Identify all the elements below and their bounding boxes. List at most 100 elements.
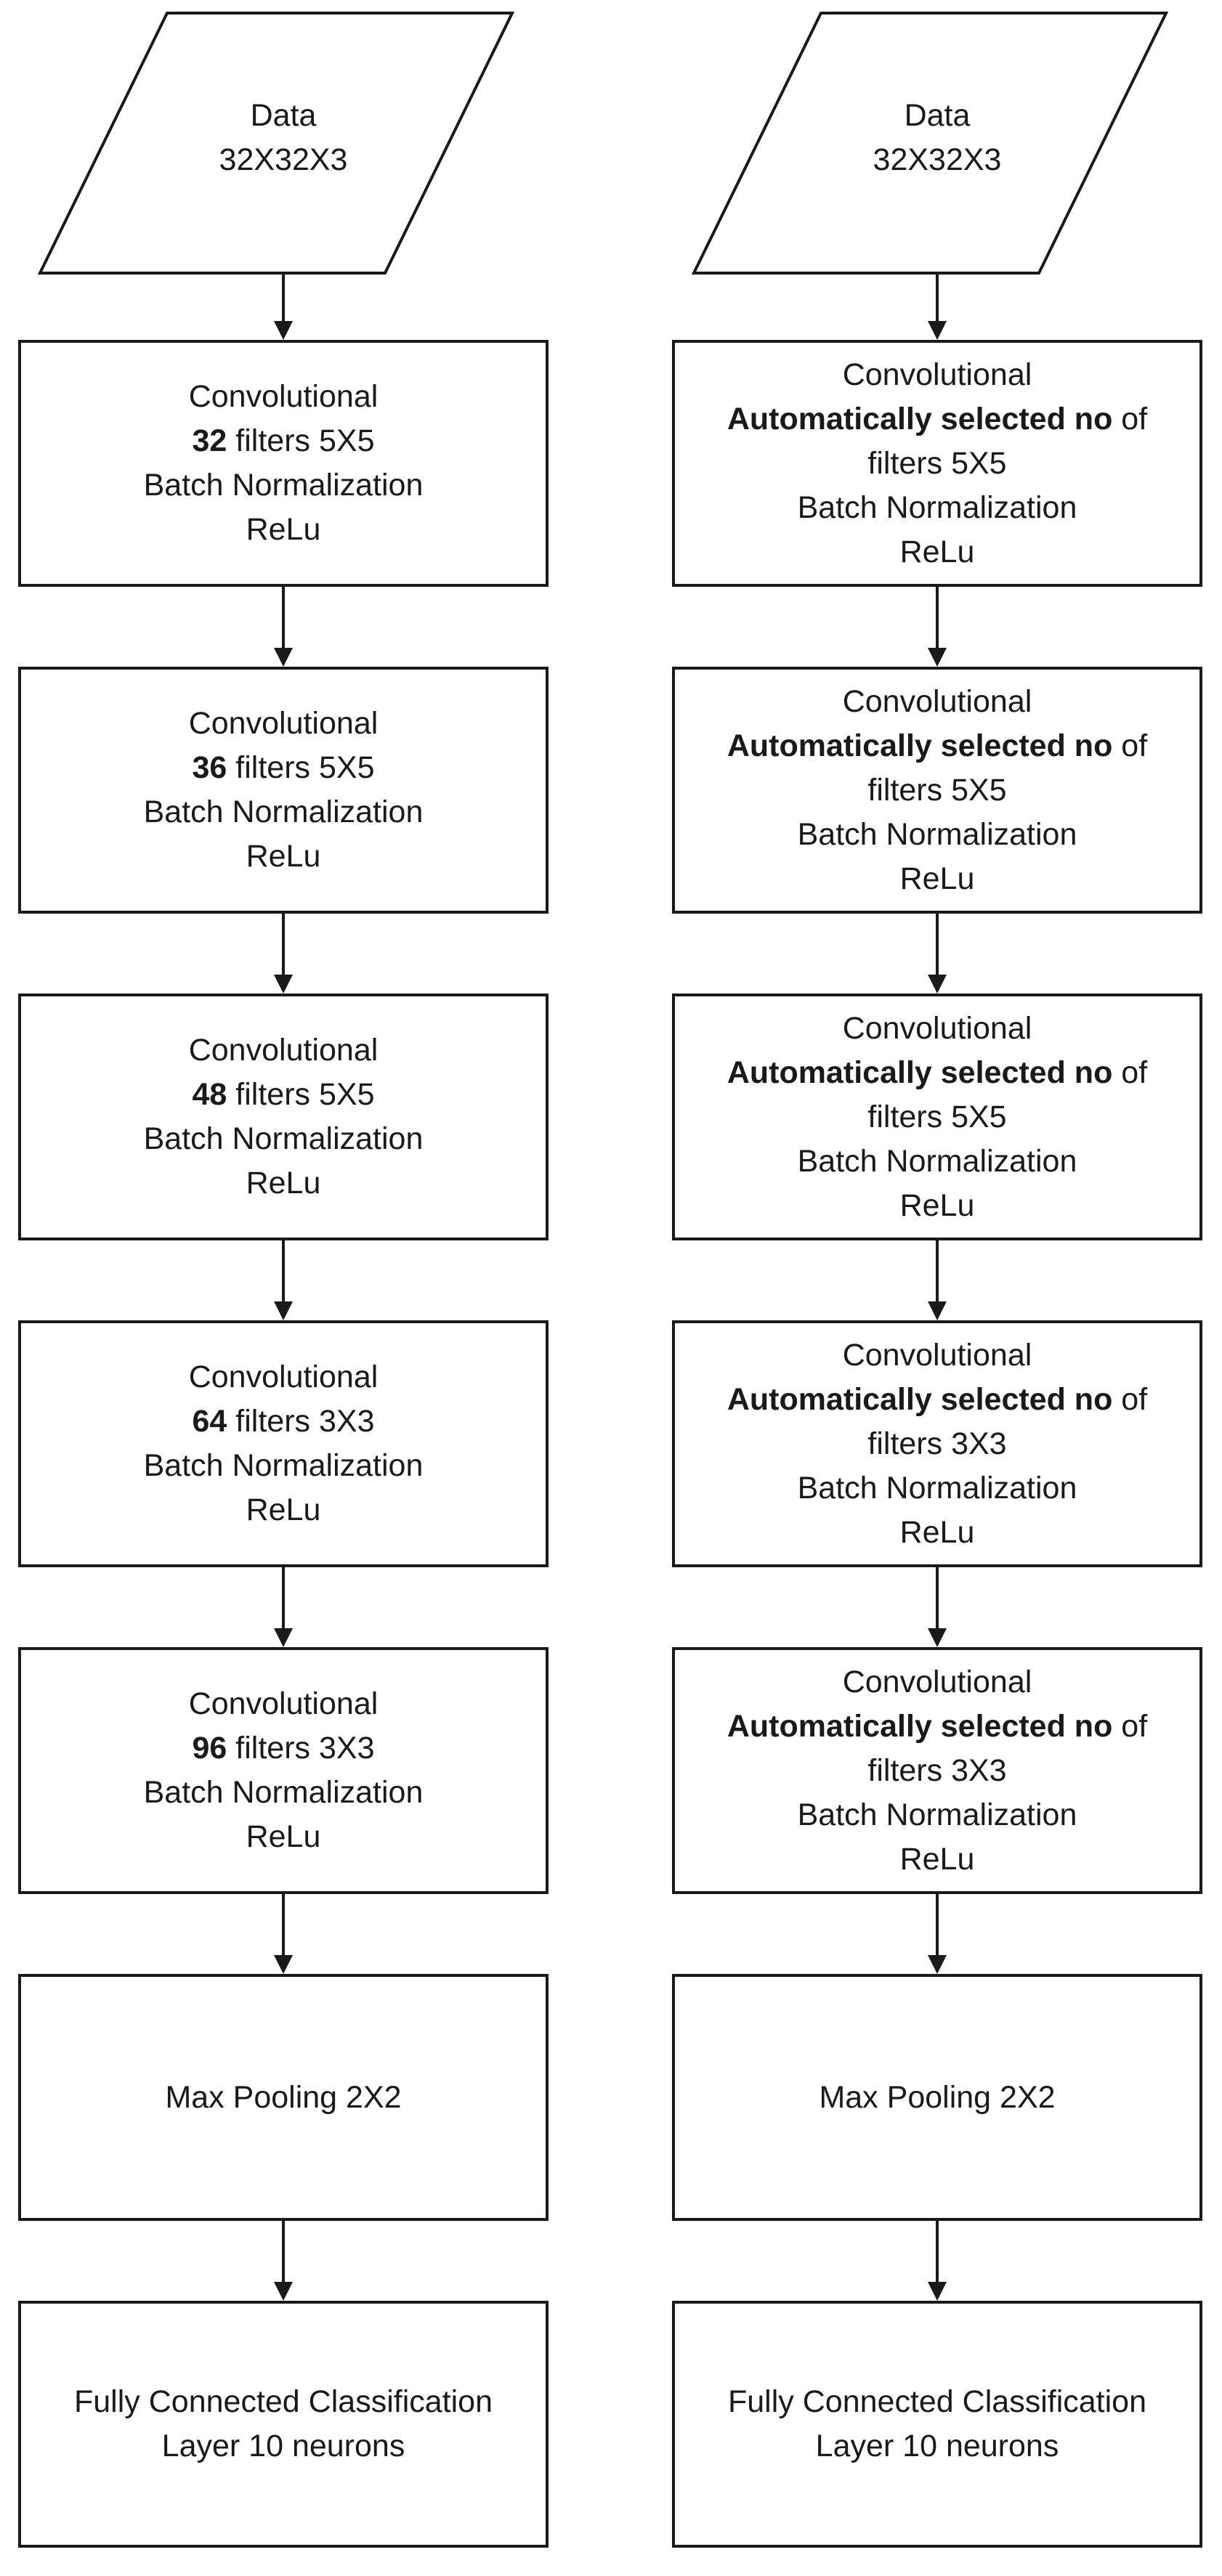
conv-label: Convolutional <box>842 683 1032 719</box>
norm-label: Batch Normalization <box>143 795 424 829</box>
filter-spec: Automatically selected no of <box>727 724 1147 768</box>
left-input-shape: 32X32X3 <box>219 142 348 177</box>
right-arrowhead-3 <box>928 975 947 994</box>
right-arrowhead-5 <box>928 1628 947 1647</box>
norm-label: Batch Normalization <box>797 1470 1077 1506</box>
filter-size: filters 3X3 <box>227 1404 375 1439</box>
left-input-label: Data <box>250 98 317 133</box>
filter-size: filters 5X5 <box>867 1099 1007 1134</box>
norm-label: Batch Normalization <box>797 1143 1077 1179</box>
filter-spec: 36 filters 5X5 <box>144 746 424 790</box>
activation-label: ReLu <box>899 1841 975 1877</box>
left-input-parallelogram <box>37 12 515 275</box>
conv-label: Convolutional <box>842 1664 1032 1699</box>
filter-size: filters 3X3 <box>227 1731 375 1766</box>
pool-label: Max Pooling 2X2 <box>819 2079 1056 2115</box>
filter-spec: Automatically selected no of <box>727 1051 1147 1095</box>
activation-label: ReLu <box>899 861 975 896</box>
activation-label: ReLu <box>246 839 321 874</box>
activation-label: ReLu <box>899 1187 975 1223</box>
right-conv-layer-3: Convolutional Automatically selected no … <box>672 994 1202 1240</box>
conv-label: Convolutional <box>842 357 1032 392</box>
filter-size: filters 3X3 <box>867 1752 1007 1788</box>
filter-count: 32 <box>192 423 227 458</box>
left-conv-layer-2: Convolutional 36 filters 5X5 Batch Norma… <box>18 667 549 914</box>
conv-label: Convolutional <box>188 706 379 741</box>
norm-label: Batch Normalization <box>797 1797 1077 1832</box>
left-conv-layer-4: Convolutional 64 filters 3X3 Batch Norma… <box>18 1320 549 1567</box>
left-arrowhead-2 <box>274 648 293 667</box>
filter-size: filters 5X5 <box>227 423 375 458</box>
of-label: of <box>1112 1381 1148 1417</box>
filter-count: 96 <box>192 1731 227 1766</box>
auto-selected-label: Automatically selected no <box>727 728 1113 763</box>
activation-label: ReLu <box>899 534 975 569</box>
right-conv-layer-2: Convolutional Automatically selected no … <box>672 667 1202 914</box>
of-label: of <box>1112 728 1148 763</box>
right-arrowhead-4 <box>928 1301 947 1320</box>
right-arrowhead-1 <box>928 321 947 340</box>
right-fully-connected: Fully Connected Classification Layer 10 … <box>672 2301 1202 2548</box>
activation-label: ReLu <box>246 1492 321 1527</box>
left-arrowhead-3 <box>274 975 293 994</box>
left-max-pooling: Max Pooling 2X2 <box>18 1974 549 2221</box>
right-arrowhead-7 <box>928 2282 947 2301</box>
of-label: of <box>1112 401 1148 436</box>
filter-count: 48 <box>192 1077 227 1112</box>
left-arrowhead-6 <box>274 1955 293 1974</box>
pool-label: Max Pooling 2X2 <box>165 2079 402 2115</box>
fc-label: Fully Connected Classification <box>728 2384 1146 2419</box>
filter-spec: Automatically selected no of <box>727 1705 1147 1749</box>
right-input-node: Data 32X32X3 <box>777 80 1097 196</box>
filter-size: filters 5X5 <box>227 1077 375 1112</box>
right-conv-layer-5: Convolutional Automatically selected no … <box>672 1647 1202 1894</box>
auto-selected-label: Automatically selected no <box>727 401 1113 436</box>
activation-label: ReLu <box>899 1514 975 1550</box>
right-conv-layer-1: Convolutional Automatically selected no … <box>672 340 1202 587</box>
filter-spec: 48 filters 5X5 <box>144 1073 424 1117</box>
right-input-shape: 32X32X3 <box>873 142 1002 177</box>
norm-label: Batch Normalization <box>797 489 1077 525</box>
filter-size: filters 5X5 <box>227 750 375 785</box>
right-arrowhead-6 <box>928 1955 947 1974</box>
filter-spec: 96 filters 3X3 <box>144 1726 424 1771</box>
norm-label: Batch Normalization <box>143 1121 424 1156</box>
left-conv-layer-3: Convolutional 48 filters 5X5 Batch Norma… <box>18 994 549 1240</box>
filter-spec: Automatically selected no of <box>727 1378 1147 1422</box>
left-arrowhead-7 <box>274 2282 293 2301</box>
auto-selected-label: Automatically selected no <box>727 1055 1113 1090</box>
conv-label: Convolutional <box>188 1033 379 1068</box>
right-input-parallelogram <box>691 12 1169 275</box>
filter-count: 36 <box>192 750 227 785</box>
auto-selected-label: Automatically selected no <box>727 1708 1113 1744</box>
filter-spec: 32 filters 5X5 <box>144 419 424 463</box>
right-arrowhead-2 <box>928 648 947 667</box>
left-conv-layer-5: Convolutional 96 filters 3X3 Batch Norma… <box>18 1647 549 1894</box>
norm-label: Batch Normalization <box>143 1448 424 1483</box>
left-arrowhead-5 <box>274 1628 293 1647</box>
of-label: of <box>1112 1708 1148 1744</box>
filter-size: filters 5X5 <box>867 445 1007 481</box>
filter-size: filters 5X5 <box>867 772 1007 808</box>
left-fully-connected: Fully Connected Classification Layer 10 … <box>18 2301 549 2548</box>
right-conv-layer-4: Convolutional Automatically selected no … <box>672 1320 1202 1567</box>
conv-label: Convolutional <box>188 1360 379 1394</box>
filter-spec: 64 filters 3X3 <box>144 1399 424 1444</box>
left-input-node: Data 32X32X3 <box>124 80 443 196</box>
of-label: of <box>1112 1055 1148 1090</box>
norm-label: Batch Normalization <box>143 1775 424 1810</box>
conv-label: Convolutional <box>842 1010 1032 1046</box>
conv-label: Convolutional <box>188 379 379 414</box>
right-input-label: Data <box>904 98 971 133</box>
filter-size: filters 3X3 <box>867 1426 1007 1461</box>
fc-neurons: Layer 10 neurons <box>161 2429 405 2463</box>
activation-label: ReLu <box>246 1166 321 1200</box>
conv-label: Convolutional <box>188 1686 379 1721</box>
left-conv-layer-1: Convolutional 32 filters 5X5 Batch Norma… <box>18 340 549 587</box>
auto-selected-label: Automatically selected no <box>727 1381 1113 1417</box>
norm-label: Batch Normalization <box>143 468 424 503</box>
left-arrowhead-1 <box>274 321 293 340</box>
right-max-pooling: Max Pooling 2X2 <box>672 1974 1202 2221</box>
filter-spec: Automatically selected no of <box>727 397 1147 442</box>
